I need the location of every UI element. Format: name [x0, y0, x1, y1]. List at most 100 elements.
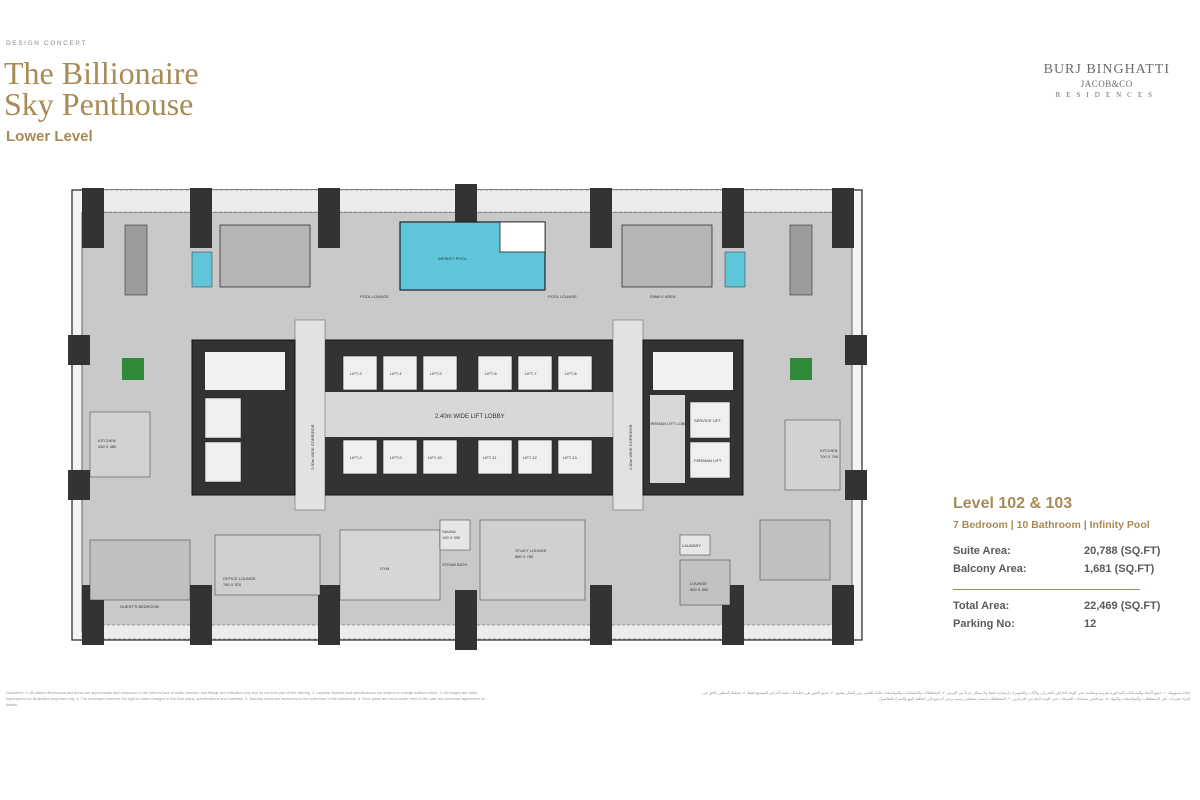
kitchen-right-dim: 700 X 790 [820, 454, 839, 459]
parking-label: Parking No: [953, 618, 1015, 630]
suite-area-label: Suite Area: [953, 545, 1011, 557]
gym-label: GYM [380, 566, 389, 571]
balcony-area-value: 1,681 (SQ.FT) [1084, 563, 1155, 575]
kitchen-right-room [784, 419, 841, 491]
column [722, 188, 744, 248]
level-heading: Level 102 & 103 [953, 495, 1073, 512]
suite-area-row: Suite Area: 20,788 (SQ.FT) [953, 545, 1163, 557]
lift-label: LIFT-5 [430, 371, 442, 376]
lift-car [382, 355, 418, 391]
planter-left [122, 358, 144, 380]
columns-side [68, 335, 867, 500]
parking-row: Parking No: 12 [953, 618, 1163, 630]
office-lounge-label: OFFICE LOUNGE [223, 576, 256, 581]
shaft-left-a [204, 397, 242, 439]
steam-bath-label: STEAM BATH [442, 562, 467, 567]
page-title: The Billionaire Sky Penthouse [4, 55, 199, 122]
kitchen-left-dim: 430 X 480 [98, 444, 117, 449]
lift-label: LIFT-8 [565, 371, 577, 376]
lift-car [342, 439, 378, 475]
lounge-dim: 300 X 350 [690, 587, 709, 592]
lounge-room [679, 559, 731, 606]
corridor-left [294, 319, 326, 511]
fireman-lobby [650, 395, 685, 483]
sauna-dim: 190 X 330 [442, 535, 461, 540]
title-line-2: Sky Penthouse [4, 86, 194, 122]
brand-line-2: JACOB&CO [1080, 79, 1133, 89]
guest-bedroom-label: GUEST'S BEDROOM [120, 604, 159, 609]
study-lounge-dim: 880 X 780 [515, 554, 534, 559]
kitchen-left-room [89, 411, 151, 478]
floor-plan: INFINITY POOL POOL LOUNGE POOL LOUNGE FA… [68, 184, 867, 650]
stair-left [205, 352, 285, 390]
living-area-left [219, 224, 311, 288]
lift-car [557, 439, 593, 475]
divider [953, 589, 1140, 590]
fireman-lift-lobby-label: FIREMAN LIFT LOBBY [648, 421, 690, 426]
living-area-right [621, 224, 713, 288]
planter-right [790, 358, 812, 380]
lift-car [477, 355, 513, 391]
service-lift-car [689, 401, 731, 439]
shaft-left-b [204, 441, 242, 483]
office-lounge-room [214, 534, 321, 596]
total-area-row: Total Area: 22,469 (SQ.FT) [953, 600, 1163, 612]
brand-logo: BURJ BINGHATTI JACOB&CO RESIDENCES [1044, 62, 1170, 99]
lifts-bottom-row: LIFT-2 LIFT-9 LIFT-10 LIFT-11 LIFT-12 LI… [342, 439, 593, 475]
lift-label: LIFT-2 [350, 455, 362, 460]
corridor-right [612, 319, 644, 511]
lift-car [342, 355, 378, 391]
column [590, 585, 612, 645]
infinity-pool-label: INFINITY POOL [438, 256, 468, 261]
corridor-left-label: 2.00m WIDE CORRIDOR [310, 424, 315, 470]
title-line-1: The Billionaire [4, 55, 199, 91]
lift-label: LIFT-7 [525, 371, 537, 376]
disclaimer-arabic: إخلاء مسؤولية: ١. جميع الأبعاد والمساحات… [702, 691, 1190, 701]
kitchen-left-label: KITCHEN [98, 438, 116, 443]
sauna-room [439, 519, 471, 551]
total-area-label: Total Area: [953, 600, 1010, 612]
service-lift-label: SERVICE LIFT [694, 418, 721, 423]
study-lounge-label: STUDY LOUNGE [515, 548, 547, 553]
lift-label: LIFT-13 [563, 455, 578, 460]
page-subtitle: Lower Level [6, 128, 93, 145]
column [590, 188, 612, 248]
column [832, 188, 854, 248]
lifts-top-row: LIFT-3 LIFT-4 LIFT-5 LIFT-6 LIFT-7 LIFT-… [342, 355, 593, 391]
fireman-lift-car [689, 441, 731, 479]
brand-line-3: RESIDENCES [1055, 91, 1158, 99]
column [318, 585, 340, 645]
column [845, 335, 867, 365]
lift-car [477, 439, 513, 475]
lift-label: LIFT-10 [428, 455, 443, 460]
study-lounge-room [479, 519, 586, 601]
column [190, 188, 212, 248]
aquarium-left [191, 251, 213, 288]
pool-lounge-left-label: POOL LOUNGE [360, 294, 389, 299]
disclaimer-english: Disclaimer: 1. All stated dimensions and… [6, 691, 486, 707]
unit-info-panel: Level 102 & 103 7 Bedroom | 10 Bathroom … [953, 495, 1163, 630]
lift-car [422, 355, 458, 391]
lift-car [422, 439, 458, 475]
lift-label: LIFT-9 [390, 455, 402, 460]
family-area-label: FAMILY AREA [650, 294, 676, 299]
lift-label: LIFT-6 [485, 371, 497, 376]
pool-step [499, 221, 546, 253]
lift-lobby [325, 392, 613, 437]
lift-car [517, 355, 553, 391]
lift-lobby-label: 2.40m WIDE LIFT LOBBY [435, 414, 505, 420]
dining-right [789, 224, 813, 296]
lift-label: LIFT-3 [350, 371, 362, 376]
column [68, 470, 90, 500]
fireman-lift-label: FIREMAN LIFT [694, 458, 722, 463]
bedroom-right [759, 519, 831, 581]
total-area-value: 22,469 (SQ.FT) [1084, 600, 1161, 612]
aquarium-right [724, 251, 746, 288]
laundry-label: LAUNDRY [682, 543, 701, 548]
lift-label: LIFT-12 [523, 455, 538, 460]
corridor-right-label: 2.00m WIDE CORRIDOR [628, 424, 633, 470]
design-concept-kicker: DESIGN CONCEPT [6, 40, 87, 47]
lift-car [517, 439, 553, 475]
dining-left [124, 224, 148, 296]
column [68, 335, 90, 365]
